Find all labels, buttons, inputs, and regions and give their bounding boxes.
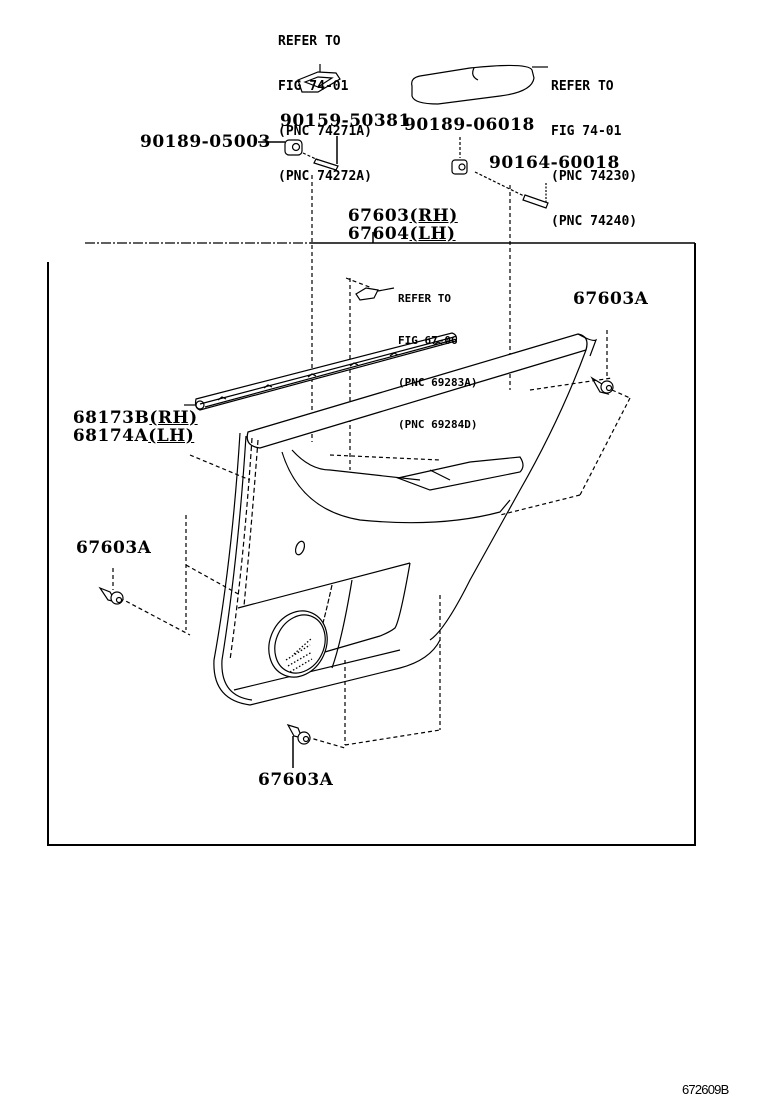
screw-icon [302,136,339,171]
side-rh: (RH) [409,206,458,226]
assist-grip-icon [411,64,548,105]
side-lh: (LH) [148,426,195,446]
part-67604-lh: 67604(LH) [335,209,456,243]
part-number: 67603 [347,206,410,226]
handle-bracket-icon [355,287,395,301]
side-lh: (LH) [409,224,456,244]
ref-line: (PNC 74240) [551,214,638,229]
ref-inner-callout: REFER TO FIG 67-06 (PNC 69283A) (PNC 692… [398,264,477,446]
part-68173b-rh: 68173B(RH) [60,393,198,427]
trim-clip-icon [286,724,311,768]
part-number: 68173B [72,408,150,428]
door-trim-panel-icon [213,333,598,706]
ref-top-right-callout: REFER TO FIG 74-01 (PNC 74230) (PNC 7424… [551,49,637,244]
weatherstrip-icon [184,332,458,411]
part-90189-05003: 90189-05003 [140,132,271,152]
clip-nut-icon [258,139,303,156]
part-number: 67604 [347,224,410,244]
ref-line: REFER TO [398,292,451,305]
part-number: 68174A [72,426,149,446]
side-rh: (RH) [149,408,198,428]
part-90164-60018: 90164-60018 [489,153,620,173]
part-67603a-left: 67603A [76,538,152,558]
ref-top-left-callout: REFER TO FIG 74-01 (PNC 74271A) (PNC 742… [278,4,372,199]
ref-line: (PNC 74271A) [278,124,372,139]
part-67603-rh: 67603(RH) [335,191,458,225]
screw-icon [474,171,549,209]
part-67603a-right: 67603A [573,289,649,309]
ref-line: (PNC 74230) [551,169,638,184]
leader-lines [112,175,631,749]
ref-line: FIG 74-01 [551,124,622,139]
ref-line: (PNC 69283A) [398,376,478,389]
trim-clip-icon [590,376,614,395]
part-90159-50381: 90159-50381 [280,111,411,131]
ref-line: (PNC 74272A) [278,169,372,184]
ref-line: REFER TO [551,79,614,94]
ref-line: FIG 67-06 [398,334,458,347]
part-90189-06018: 90189-06018 [404,115,535,135]
ref-line: REFER TO [278,34,341,49]
part-68174a-lh: 68174A(LH) [60,411,194,445]
trim-clip-icon [98,586,124,605]
handle-bezel-icon [297,64,341,93]
clip-nut-icon [451,137,468,175]
part-67603a-bottom: 67603A [258,770,334,790]
figure-code: 672609B [682,1082,729,1097]
ref-line: (PNC 69284D) [398,418,478,431]
speaker-grille-icon [268,610,328,678]
assembly-frame [47,232,696,846]
ref-line: FIG 74-01 [278,79,349,94]
